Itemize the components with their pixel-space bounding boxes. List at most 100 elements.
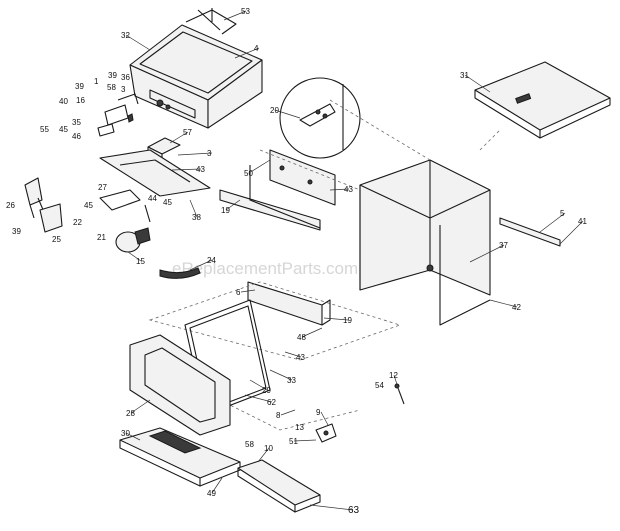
callout-9: 9 — [316, 408, 321, 417]
part-26-assembly — [24, 177, 63, 233]
leader-53 — [223, 10, 247, 21]
leader-5 — [539, 212, 566, 233]
callout-26: 26 — [6, 201, 15, 210]
callout-43-b: 43 — [344, 185, 353, 194]
leader-51 — [293, 439, 317, 442]
callout-30: 30 — [121, 429, 130, 438]
leader-15 — [127, 251, 142, 262]
callout-48: 48 — [297, 333, 306, 342]
callout-16: 16 — [76, 96, 85, 105]
leader-32 — [125, 34, 151, 51]
callout-20: 20 — [270, 106, 279, 115]
callout-43-a: 43 — [196, 165, 205, 174]
callout-62: 62 — [267, 398, 276, 407]
callout-63: 63 — [348, 505, 360, 516]
part-5-strip — [499, 217, 561, 247]
callout-41: 41 — [578, 217, 587, 226]
leader-28 — [130, 399, 151, 414]
callout-51: 51 — [289, 437, 298, 446]
callout-53: 53 — [241, 7, 250, 16]
leader-33 — [269, 369, 293, 381]
callout-57: 57 — [183, 128, 192, 137]
leader-49 — [211, 477, 223, 494]
callout-22: 22 — [73, 218, 82, 227]
part-24-hose — [159, 267, 201, 279]
callout-58-b: 58 — [245, 440, 254, 449]
part-53-clip — [185, 8, 237, 35]
leader-38 — [189, 199, 198, 218]
callout-19-a: 19 — [221, 206, 230, 215]
part-31-lid — [474, 61, 611, 139]
callout-27: 27 — [98, 183, 107, 192]
part-12-screw — [394, 383, 405, 405]
leader-lines — [125, 10, 584, 511]
callout-28: 28 — [126, 409, 135, 418]
callout-45-a: 45 — [59, 125, 68, 134]
leader-10 — [257, 447, 270, 463]
callout-45-c: 45 — [163, 198, 172, 207]
leader-3-b — [177, 152, 213, 156]
callout-labels: 53 32 4 31 39 1 39 36 58 3 16 40 35 55 4… — [6, 7, 587, 516]
callout-32: 32 — [121, 31, 130, 40]
part-9-bracket — [315, 423, 337, 443]
callout-50: 50 — [244, 169, 253, 178]
callout-10: 10 — [264, 444, 273, 453]
callout-5: 5 — [560, 209, 565, 218]
callout-13: 13 — [295, 423, 304, 432]
leader-4 — [234, 47, 260, 59]
callout-39-b: 39 — [108, 71, 117, 80]
callout-21: 21 — [97, 233, 106, 242]
leader-29 — [249, 379, 268, 391]
part-6-panel — [247, 281, 331, 326]
leader-43-a — [171, 168, 202, 171]
callout-12: 12 — [389, 371, 398, 380]
part-37-cabinet — [359, 159, 491, 326]
callout-6: 6 — [236, 288, 241, 297]
callout-55: 55 — [40, 125, 49, 134]
leader-43-c — [284, 351, 302, 358]
callout-42: 42 — [512, 303, 521, 312]
leader-20 — [274, 109, 301, 119]
leader-37 — [469, 244, 505, 263]
callout-29: 29 — [262, 386, 271, 395]
part-20-detail — [279, 77, 361, 159]
leader-31 — [464, 74, 491, 93]
leader-30 — [125, 432, 141, 441]
leader-42 — [489, 299, 518, 308]
callout-31: 31 — [460, 71, 469, 80]
callout-46: 46 — [72, 132, 81, 141]
callout-39-a: 39 — [75, 82, 84, 91]
leader-19-b — [323, 317, 349, 321]
part-50-rail — [219, 149, 336, 231]
leader-12 — [393, 374, 401, 395]
callout-3-b: 3 — [207, 149, 212, 158]
phantom-outlines — [148, 99, 501, 431]
callout-43-c: 43 — [296, 353, 305, 362]
callout-44: 44 — [148, 194, 157, 203]
callout-19-b: 19 — [343, 316, 352, 325]
callout-33: 33 — [287, 376, 296, 385]
callout-38: 38 — [192, 213, 201, 222]
callout-35: 35 — [72, 118, 81, 127]
callout-24: 24 — [207, 256, 216, 265]
watermark: eReplacementParts.com — [172, 259, 358, 278]
leader-24 — [189, 259, 213, 271]
leader-41 — [559, 220, 584, 245]
callout-25: 25 — [52, 235, 61, 244]
leader-48 — [301, 327, 323, 338]
part-63-bottom-tray — [237, 459, 321, 513]
part-38-plate — [99, 149, 211, 197]
callout-15: 15 — [136, 257, 145, 266]
leader-63 — [309, 504, 354, 511]
leader-8 — [280, 409, 296, 416]
part-30-drip-tray — [119, 427, 241, 487]
callout-4: 4 — [254, 44, 259, 53]
part-left-brackets — [97, 93, 139, 137]
callout-39-c: 39 — [12, 227, 21, 236]
callout-58-a: 58 — [107, 83, 116, 92]
callout-49: 49 — [207, 489, 216, 498]
leader-50 — [248, 159, 271, 174]
part-15-motor — [115, 227, 151, 253]
